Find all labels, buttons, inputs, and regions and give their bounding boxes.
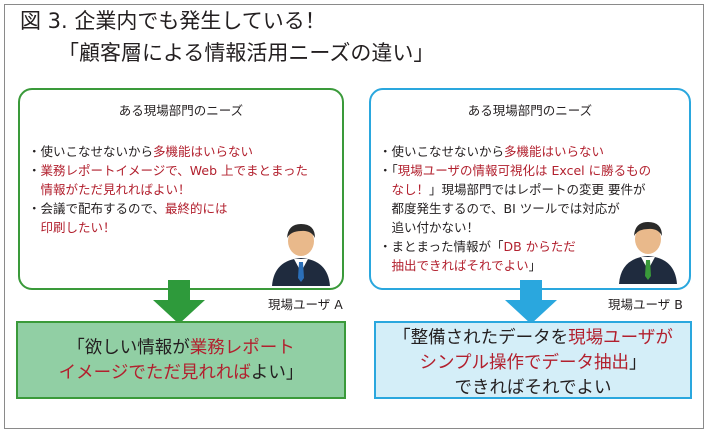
text-line: 「欲しい情報が業務レポート [18,336,344,361]
text-line: ・まとまった情報が「DB からただ [379,237,651,256]
body-text: 「欲しい情報が [67,338,190,358]
result-box-b: 「整備されたデータを現場ユーザがシンプル操作でデータ抽出」できればそれでよい [374,321,692,399]
highlight-text: 情報がただ見れればよい！ [40,182,191,197]
needs-panel-a: ある現場部門のニーズ ・使いこなせないから多機能はいらない・業務レポートイメージ… [18,88,344,290]
body-text: ・まとまった情報が「 [379,239,504,254]
body-text: ・使いこなせないから [28,144,154,159]
text-line: 都度発生するので、BI ツールでは対応が [379,199,651,218]
body-text: できればそれでよい [454,378,612,398]
text-line: ・使いこなせないから多機能はいらない [379,142,651,161]
text-line: 情報がただ見れればよい！ [28,180,308,199]
figure-title: 図 3. 企業内でも発生している！ [20,9,326,33]
needs-bullets-a: ・使いこなせないから多機能はいらない・業務レポートイメージで、Web 上でまとま… [28,142,308,237]
highlight-text: シンプル操作でデータ抽出 [419,353,629,373]
body-text [28,182,41,197]
down-arrow-green-icon [153,280,205,324]
user-label-a: 現場ユーザ A [268,297,343,312]
user-label-b: 現場ユーザ B [608,297,683,312]
down-arrow-blue-icon [505,280,557,324]
text-line: 追い付かない！ [379,218,651,237]
highlight-text: 多機能はいらない [153,144,254,159]
highlight-text: 業務レポート [189,338,295,358]
highlight-text: なし！ [391,182,430,197]
needs-heading-a: ある現場部門のニーズ [118,103,244,118]
text-line: できればそれでよい [376,376,690,401]
body-text: ・「 [379,163,398,178]
body-text: よい」 [250,363,304,383]
highlight-text: 多機能はいらない [504,144,605,159]
text-line: なし！」現場部門ではレポートの変更 要件が [379,180,651,199]
text-line: イメージでただ見れればよい」 [18,361,344,386]
text-line: 抽出できればそれでよい」 [379,256,651,275]
body-text: 追い付かない！ [379,220,480,235]
result-box-a: 「欲しい情報が業務レポートイメージでただ見れればよい」 [16,321,346,399]
highlight-text: 抽出できればそれでよい [391,258,529,273]
business-person-blue-tie-icon [272,224,330,286]
body-text: 」 [528,258,542,273]
highlight-text: 現場ユーザの情報可視化は Excel に勝るもの [397,163,652,178]
body-text: 」 [628,353,647,373]
highlight-text: 現場ユーザが [568,328,673,348]
text-line: ・使いこなせないから多機能はいらない [28,142,308,161]
body-text [28,220,41,235]
highlight-text: DB からただ [503,239,576,254]
highlight-text: 最終的には [165,201,228,216]
text-line: ・「現場ユーザの情報可視化は Excel に勝るもの [379,161,651,180]
text-line: 印刷したい！ [28,218,308,237]
figure-subtitle: 「顧客層による情報活用ニーズの違い」 [58,41,435,65]
text-line: シンプル操作でデータ抽出」 [376,351,690,376]
highlight-text: 印刷したい！ [40,220,116,235]
body-text: ・使いこなせないから [379,144,505,159]
body-text: ・会議で配布するので、 [28,201,166,216]
text-line: ・業務レポートイメージで、Web 上でまとまった [28,161,308,180]
text-line: 「整備されたデータを現場ユーザが [376,326,690,351]
body-text: 都度発生するので、BI ツールでは対応が [379,201,620,216]
body-text: 「整備されたデータを [393,328,569,348]
needs-panel-b: ある現場部門のニーズ ・使いこなせないから多機能はいらない・「現場ユーザの情報可… [369,88,691,290]
body-text [379,182,392,197]
highlight-text: イメージでただ見れれば [58,363,251,383]
body-text: 」現場部門ではレポートの変更 要件が [429,182,646,197]
highlight-text: 業務レポートイメージで、Web 上でまとまった [40,163,308,178]
text-line: ・会議で配布するので、最終的には [28,199,308,218]
business-person-green-tie-icon [619,222,677,284]
needs-bullets-b: ・使いこなせないから多機能はいらない・「現場ユーザの情報可視化は Excel に… [379,142,651,275]
body-text [379,258,392,273]
needs-heading-b: ある現場部門のニーズ [467,103,593,118]
body-text: ・ [28,163,41,178]
